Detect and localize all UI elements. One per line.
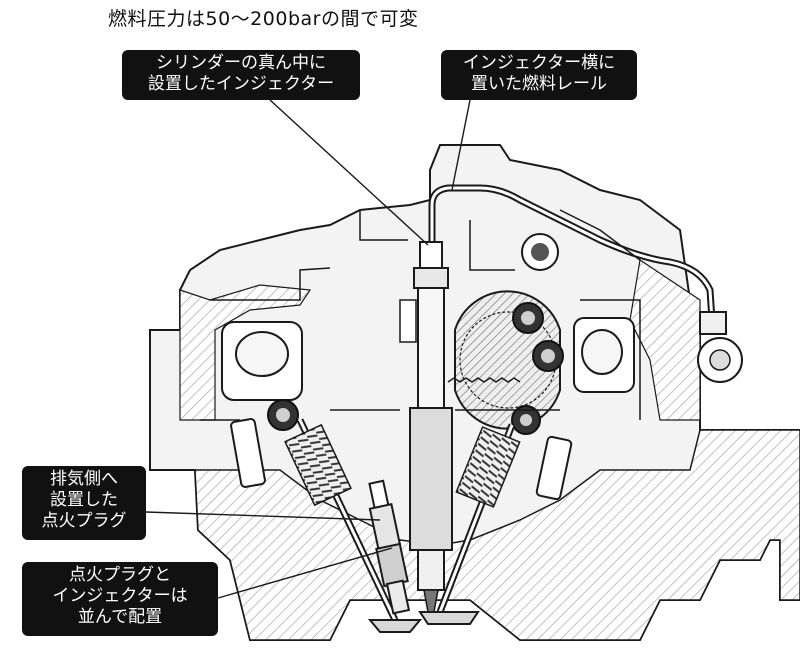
- spark-plug: [368, 479, 411, 615]
- callout-line: 排気側へ: [50, 469, 118, 489]
- camshaft-rollers: [267, 233, 564, 435]
- callout-fuel-rail: インジェクター横に 置いた燃料レール: [441, 50, 637, 100]
- callout-center-injector: シリンダーの真ん中に 設置したインジェクター: [122, 50, 360, 100]
- callout-line: 設置した: [50, 490, 118, 510]
- intake-valve: [418, 423, 521, 625]
- callout-spark-plug: 排気側へ 設置した 点火プラグ: [22, 466, 146, 540]
- figure-title: 燃料圧力は50〜200barの間で可変: [108, 8, 419, 30]
- intake-port: [573, 317, 635, 393]
- callout-side-by-side: 点火プラグと インジェクターは 並んで配置: [22, 562, 218, 636]
- callout-line: 設置したインジェクター: [147, 74, 335, 94]
- exhaust-valve: [284, 418, 423, 633]
- head-details: [200, 209, 641, 421]
- leader-lines: [145, 99, 471, 599]
- callout-line: 並んで配置: [77, 607, 163, 627]
- callout-line: 置いた燃料レール: [471, 74, 607, 94]
- rail-fitting: [697, 311, 743, 383]
- left-wall-hatch: [179, 284, 312, 421]
- exhaust-port: [221, 321, 303, 401]
- center-injector: [399, 241, 453, 613]
- callout-line: 点火プラグ: [41, 511, 127, 531]
- lifters: [230, 418, 573, 501]
- callout-line: インジェクター横に: [462, 53, 616, 73]
- gear-teeth: [447, 377, 521, 383]
- callout-line: 点火プラグと: [69, 565, 171, 585]
- callout-line: インジェクターは: [52, 586, 188, 606]
- callout-line: シリンダーの真ん中に: [156, 53, 326, 73]
